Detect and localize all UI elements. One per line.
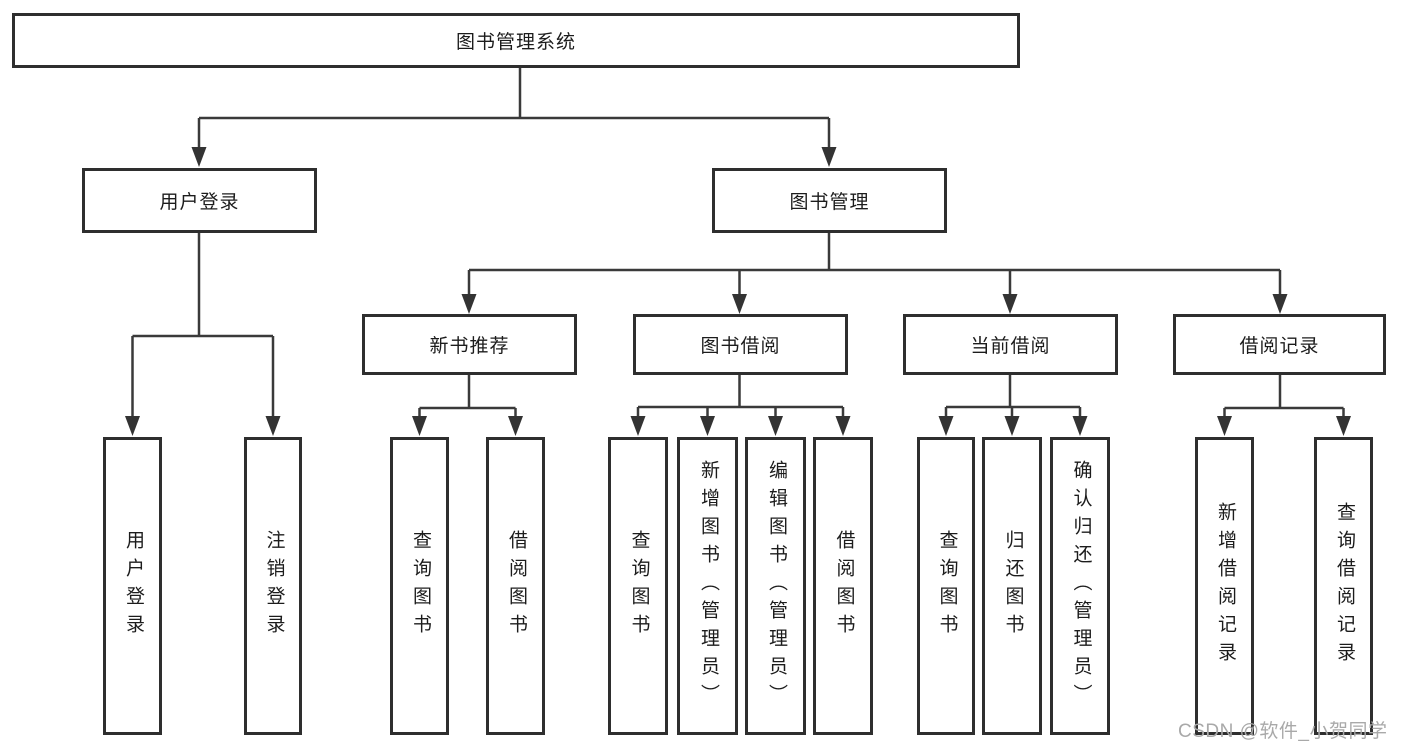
node-label: 注销登录: [263, 530, 285, 642]
arrowheads: [125, 147, 1351, 436]
connector-bookmgmt-to-level3: [467, 233, 1282, 297]
csdn-watermark: CSDN @软件_小贺同学: [1178, 721, 1388, 742]
node-label: 查询图书: [936, 530, 958, 642]
connector-records-to-leaves: [1223, 375, 1345, 420]
node-label: 借阅图书: [505, 530, 527, 642]
leaf-current-return-books: 归还图书: [982, 437, 1042, 735]
connector-current-to-leaves: [944, 375, 1082, 420]
node-label: 用户登录: [159, 192, 240, 213]
leaf-newbook-borrow-books: 借阅图书: [486, 437, 545, 735]
leaf-current-confirm-return-admin: 确认归还（管理员）: [1050, 437, 1110, 735]
arrowhead: [1336, 416, 1351, 436]
leaf-current-query-books: 查询图书: [917, 437, 975, 735]
arrowhead: [732, 294, 747, 314]
arrowhead: [412, 416, 427, 436]
node-current-borrowing: 当前借阅: [903, 314, 1118, 375]
arrowhead: [1004, 416, 1020, 436]
leaf-borrowing-edit-books-admin: 编辑图书（管理员）: [745, 437, 806, 735]
connector-borrow-to-leaves: [636, 375, 845, 420]
leaf-records-add-borrow-record: 新增借阅记录: [1195, 437, 1254, 735]
node-label: 图书管理系统: [455, 32, 576, 53]
node-label: 新增图书（管理员）: [697, 460, 719, 712]
connector-newbook-to-leaves: [418, 375, 517, 420]
node-label: 图书管理: [789, 192, 870, 213]
node-label: 查询图书: [409, 530, 431, 642]
arrowhead: [630, 416, 646, 436]
node-library-management-system: 图书管理系统: [12, 13, 1020, 68]
node-user-login: 用户登录: [82, 168, 317, 233]
node-label: 新增借阅记录: [1214, 502, 1236, 670]
leaf-newbook-query-books: 查询图书: [390, 437, 449, 735]
arrowhead: [700, 416, 715, 436]
leaf-user-login: 用户登录: [103, 437, 162, 735]
node-label: 查询借阅记录: [1333, 502, 1355, 670]
arrowhead: [1217, 416, 1232, 436]
node-label: 归还图书: [1002, 530, 1024, 642]
node-new-book-recommendation: 新书推荐: [362, 314, 577, 375]
arrowhead: [191, 147, 207, 167]
leaf-borrowing-borrow-books: 借阅图书: [813, 437, 873, 735]
node-borrowing-records: 借阅记录: [1173, 314, 1386, 375]
leaf-logout: 注销登录: [244, 437, 302, 735]
node-label: 图书借阅: [700, 336, 781, 357]
node-label: 当前借阅: [970, 336, 1051, 357]
node-label: 用户登录: [122, 530, 144, 642]
arrowhead: [461, 294, 477, 314]
node-label: 确认归还（管理员）: [1070, 460, 1092, 712]
node-label: 借阅图书: [833, 530, 855, 642]
node-book-borrowing: 图书借阅: [633, 314, 848, 375]
arrowhead: [125, 416, 140, 436]
arrowhead: [1272, 294, 1288, 314]
connector-root-to-level2: [197, 68, 831, 150]
node-label: 编辑图书（管理员）: [765, 460, 787, 712]
arrowhead: [938, 416, 954, 436]
arrowhead: [835, 416, 851, 436]
arrowhead: [821, 147, 837, 167]
node-label: 查询图书: [628, 530, 650, 642]
arrowhead: [768, 416, 783, 436]
arrowhead: [265, 416, 281, 436]
connector-userlogin-to-leaves: [131, 233, 275, 420]
leaf-borrowing-query-books: 查询图书: [608, 437, 668, 735]
leaf-borrowing-add-books-admin: 新增图书（管理员）: [677, 437, 738, 735]
arrowhead: [508, 416, 523, 436]
node-label: 新书推荐: [429, 336, 510, 357]
arrowhead: [1072, 416, 1088, 436]
leaf-records-query-borrow-record: 查询借阅记录: [1314, 437, 1373, 735]
node-book-management: 图书管理: [712, 168, 947, 233]
node-label: 借阅记录: [1239, 336, 1320, 357]
arrowhead: [1002, 294, 1018, 314]
